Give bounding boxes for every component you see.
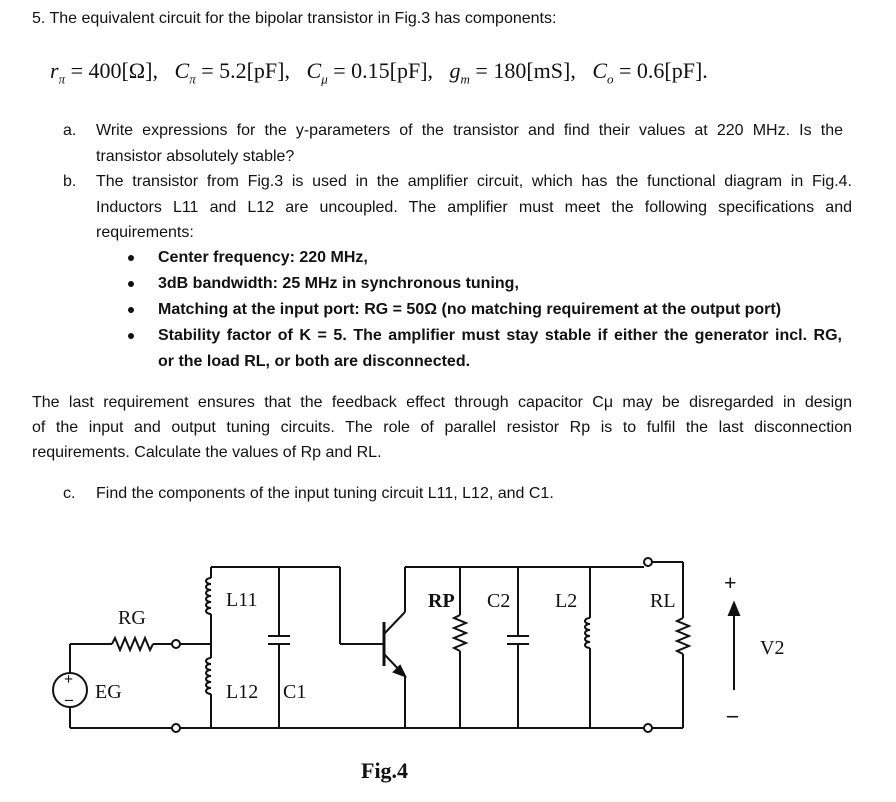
param-c-o: Co = 0.6[pF].	[592, 58, 708, 87]
part-a-line1: Write expressions for the y-parameters o…	[96, 122, 843, 139]
transistor-emitter-arrow	[392, 664, 408, 678]
resistor-rp-symbol	[451, 614, 469, 652]
bullet-center-frequency: Center frequency: 220 MHz,	[158, 249, 368, 266]
label-rl: RL	[650, 590, 676, 612]
bullet-matching: Matching at the input port: RG = 50Ω (no…	[158, 301, 782, 318]
label-plus: +	[724, 570, 737, 595]
part-b-marker: b.	[63, 173, 77, 190]
label-l12: L12	[226, 681, 258, 703]
label-rp: RP	[428, 590, 455, 612]
part-a-line2: transistor absolutely stable?	[96, 148, 295, 165]
bullet-stability-cont: or the load RL, or both are disconnected…	[158, 353, 471, 370]
label-eg: EG	[95, 681, 122, 703]
inductor-l2-symbol	[584, 617, 591, 649]
input-terminal	[171, 639, 181, 649]
problem-heading: 5. The equivalent circuit for the bipola…	[32, 10, 557, 27]
bullet-dot	[128, 281, 134, 287]
param-c-mu: Cμ = 0.15[pF],	[306, 58, 434, 87]
label-c1: C1	[283, 681, 306, 703]
source-plus: +	[64, 671, 73, 688]
inductor-l12-symbol	[205, 657, 212, 695]
part-a-marker: a.	[63, 122, 77, 139]
output-terminal	[643, 723, 653, 733]
part-b-line1: The transistor from Fig.3 is used in the…	[96, 173, 852, 190]
paragraph-line1: The last requirement ensures that the fe…	[32, 394, 852, 411]
label-v2: V2	[760, 637, 784, 659]
output-terminal	[643, 557, 653, 567]
bullet-bandwidth: 3dB bandwidth: 25 MHz in synchronous tun…	[158, 275, 519, 292]
resistor-rl-symbol	[674, 617, 692, 655]
bullet-dot	[128, 307, 134, 313]
voltage-arrow-head	[727, 600, 741, 616]
parameter-line: rπ = 400[Ω], Cπ = 5.2[pF], Cμ = 0.15[pF]…	[50, 56, 708, 94]
paragraph-line2: of the input and output tuning circuits.…	[32, 419, 852, 436]
label-c2: C2	[487, 590, 510, 612]
param-c-pi: Cπ = 5.2[pF],	[174, 58, 291, 87]
bullet-dot	[128, 333, 134, 339]
inductor-l11-symbol	[205, 577, 212, 615]
label-minus: –	[726, 702, 739, 727]
param-r-pi: rπ = 400[Ω],	[50, 58, 158, 87]
part-b-line3: requirements:	[96, 224, 194, 241]
figure-caption: Fig.4	[361, 758, 408, 783]
bullet-stability: Stability factor of K = 5. The amplifier…	[158, 327, 842, 344]
input-terminal	[171, 723, 181, 733]
part-c-marker: c.	[63, 485, 76, 502]
param-gm: gm = 180[mS],	[449, 58, 576, 87]
part-b-line2: Inductors L11 and L12 are uncoupled. The…	[96, 199, 852, 216]
paragraph-line3: requirements. Calculate the values of Rp…	[32, 444, 382, 461]
bullet-dot	[128, 255, 134, 261]
label-l2: L2	[555, 590, 577, 612]
label-l11: L11	[226, 589, 257, 611]
part-c-line1: Find the components of the input tuning …	[96, 485, 554, 502]
source-minus: –	[64, 691, 74, 708]
label-rg: RG	[118, 607, 146, 629]
resistor-rg-symbol	[111, 635, 154, 653]
